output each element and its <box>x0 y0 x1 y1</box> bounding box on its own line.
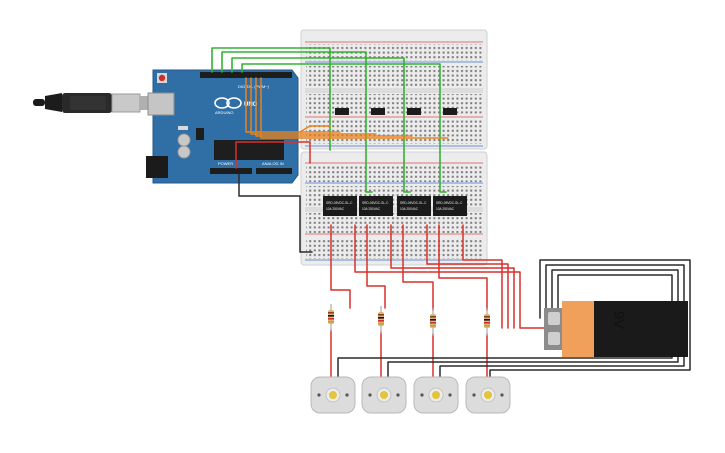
usb-cable <box>33 93 152 113</box>
orange-wires <box>245 77 449 139</box>
relay-2-label-line1: SRD-05VDC-SL-C <box>362 201 389 205</box>
relay-1: SRD-05VDC-SL-C 10A 250VAC <box>323 196 357 216</box>
header-digital-label: DIGITAL (PWM~) <box>238 84 270 89</box>
atmega-chip <box>214 140 284 160</box>
analog-header <box>256 168 292 174</box>
relay-1-label-line1: SRD-05VDC-SL-C <box>326 201 353 205</box>
dc-motors <box>310 376 511 414</box>
resistor-1 <box>328 304 334 332</box>
power-header <box>210 168 252 174</box>
motor-4 <box>465 376 511 414</box>
relay-3-label-line1: SRD-05VDC-SL-C <box>400 201 427 205</box>
battery-9v: 9V <box>544 301 688 357</box>
motor-2 <box>361 376 407 414</box>
resistor-3 <box>430 308 436 336</box>
reset-button[interactable] <box>158 74 166 82</box>
relay-3: SRD-05VDC-SL-C 10A 250VAC <box>397 196 431 216</box>
resistor-2 <box>378 306 384 334</box>
transistors <box>335 108 457 115</box>
relay-3-label-line2: 10A 250VAC <box>400 207 419 211</box>
transistor-3 <box>407 108 421 115</box>
header-analog-label: ANALOG IN <box>262 161 284 166</box>
resistors <box>328 304 490 336</box>
relay-4-label-line2: 10A 250VAC <box>436 207 455 211</box>
relay-2-label-line2: 10A 250VAC <box>362 207 381 211</box>
usb-socket <box>147 92 175 116</box>
green-signal-wires <box>211 47 447 193</box>
transistor-4 <box>443 108 457 115</box>
red-power-wires <box>235 141 549 379</box>
power-jack <box>146 156 168 178</box>
arduino-brand-label: ARDUINO <box>215 110 233 115</box>
motor-3 <box>413 376 459 414</box>
arduino-uno-board: DIGITAL (PWM~) UNO ARDUINO POWER ANALOG … <box>146 69 299 184</box>
breadboard-top <box>300 29 488 150</box>
header-power-label: POWER <box>218 161 233 166</box>
relay-4: SRD-05VDC-SL-C 10A 250VAC <box>433 196 467 216</box>
transistor-1 <box>335 108 349 115</box>
battery-label: 9V <box>610 311 627 329</box>
relay-4-label-line1: SRD-05VDC-SL-C <box>436 201 463 205</box>
relay-2: SRD-05VDC-SL-C 10A 250VAC <box>359 196 393 216</box>
relay-1-label-line2: 10A 250VAC <box>326 207 345 211</box>
resistor-4 <box>484 308 490 336</box>
relays: SRD-05VDC-SL-C 10A 250VAC SRD-05VDC-SL-C… <box>323 196 467 216</box>
motor-1 <box>310 376 356 414</box>
transistor-2 <box>371 108 385 115</box>
digital-header <box>200 72 292 78</box>
